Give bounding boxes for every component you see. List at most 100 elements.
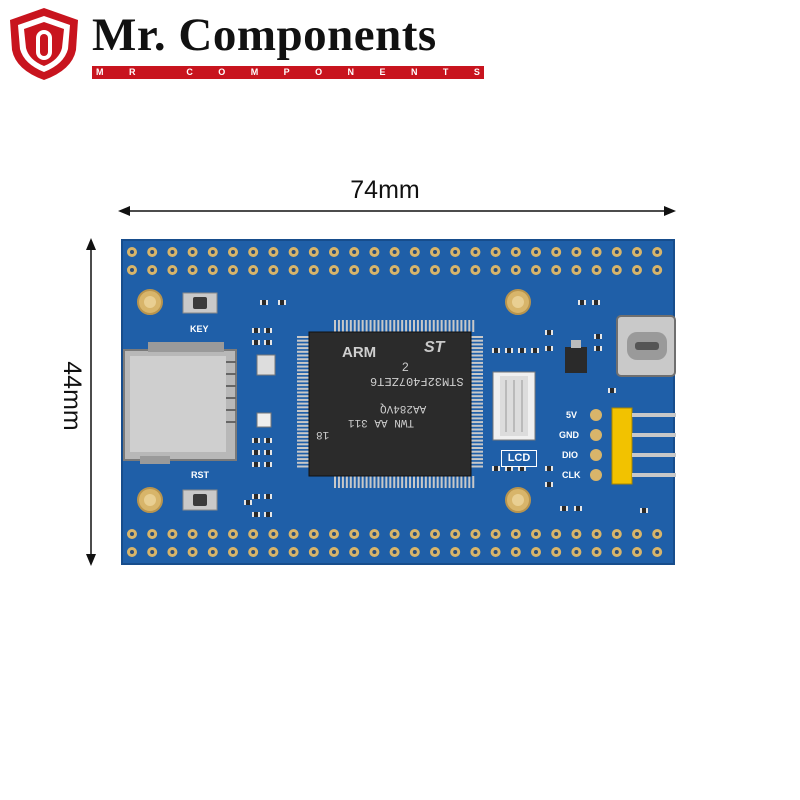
pin-hole-center — [412, 268, 417, 272]
chip-pin — [385, 476, 388, 488]
pin-hole-center — [170, 532, 175, 536]
pin-hole-center — [291, 250, 296, 254]
chip-pin — [373, 320, 376, 332]
smd-body — [254, 462, 258, 467]
chip-pin — [440, 320, 443, 332]
smd-body — [494, 466, 498, 471]
pin-hole-center — [231, 532, 235, 536]
chip-pin — [471, 439, 483, 442]
chip-pin — [405, 320, 408, 332]
pin-hole-center — [635, 268, 639, 272]
pin-hole-center — [655, 268, 660, 272]
smd-body — [266, 340, 270, 345]
pin-hole-center — [493, 268, 498, 272]
chip-pin — [341, 320, 344, 332]
chip-pin — [436, 476, 439, 488]
pin-hole-center — [614, 532, 619, 536]
chip-pin — [377, 476, 380, 488]
chip-pin — [471, 424, 483, 427]
chip-pin — [297, 465, 309, 468]
chip-pin — [416, 320, 419, 332]
pin-hole-center — [231, 250, 235, 254]
chip-pin — [468, 320, 471, 332]
pin-hole-center — [291, 532, 296, 536]
pin-hole-center — [372, 550, 377, 554]
chip-pin — [471, 417, 483, 420]
chip-pin — [389, 320, 392, 332]
chip-pin — [397, 476, 400, 488]
chip-pin — [297, 417, 309, 420]
pin-hole-center — [170, 250, 175, 254]
tagline-letter: O — [315, 67, 323, 77]
pin-hole-center — [453, 250, 458, 254]
smd-body — [254, 340, 258, 345]
chip-pin — [471, 365, 483, 368]
chip-pin — [365, 476, 368, 488]
smd-body — [254, 438, 258, 443]
smd-body — [246, 500, 250, 505]
chip-pin — [440, 476, 443, 488]
pin-hole-center — [534, 268, 538, 272]
pin-hole-center — [534, 250, 538, 254]
pin-hole-center — [150, 550, 155, 554]
smd-body — [610, 388, 614, 393]
pin-hole-center — [614, 250, 619, 254]
chip-pin — [471, 369, 483, 372]
chip-pin — [471, 421, 483, 424]
pin-hole-center — [210, 532, 215, 536]
chip-pin — [334, 320, 336, 332]
pin-hole-center — [291, 268, 296, 272]
chip-pin — [471, 350, 483, 353]
chip-origin-line: TWN AA 311 — [348, 416, 415, 428]
pin-hole-center — [412, 532, 417, 536]
swd-pin-header — [590, 407, 676, 485]
silk-lcd-label: LCD — [501, 450, 537, 467]
mcu-chip-pins — [297, 320, 483, 488]
pin-hole-center — [635, 532, 639, 536]
width-dimension-label: 74mm — [350, 176, 420, 204]
chip-pin — [471, 343, 483, 346]
chip-pin — [409, 320, 412, 332]
chip-digit-mark: 2 — [402, 360, 409, 374]
pin-hole-center — [332, 550, 336, 554]
smd-body — [562, 506, 566, 511]
pin-hole-center — [453, 532, 458, 536]
smd-body — [520, 348, 524, 353]
pin-hole-center — [130, 550, 134, 554]
tagline-letter: S — [473, 67, 480, 77]
pin-hole-center — [352, 550, 357, 554]
chip-pin — [297, 347, 309, 350]
pin-hole-center — [473, 532, 478, 536]
chip-pin — [468, 476, 471, 488]
chip-pin — [297, 361, 309, 364]
pin-hole-center — [513, 532, 518, 536]
pin-hole-center — [594, 250, 599, 254]
chip-pin — [297, 447, 309, 449]
pin-hole-center — [190, 532, 195, 536]
pin-hole-center — [271, 550, 276, 554]
pin-hole-center — [170, 550, 175, 554]
chip-pin — [448, 320, 451, 332]
pin-hole-center — [614, 550, 619, 554]
pin-hole-center — [372, 532, 377, 536]
pin-hole-center — [574, 250, 579, 254]
pin-hole-center — [493, 532, 498, 536]
chip-pin — [297, 454, 309, 457]
pin-hole-center — [534, 550, 538, 554]
pin-hole-center — [655, 550, 660, 554]
chip-pin — [471, 447, 483, 449]
pin-hole-center — [554, 268, 559, 272]
chip-arm-mark: ARM — [342, 344, 377, 361]
header-pin-holes — [127, 247, 663, 557]
chip-pin — [385, 320, 388, 332]
chip-pin — [297, 354, 309, 357]
tagline-letter: M — [96, 67, 104, 77]
pin-hole-center — [130, 250, 134, 254]
pin-hole-center — [453, 550, 458, 554]
pin-hole-center — [574, 550, 579, 554]
smd-body — [520, 466, 524, 471]
chip-pin — [297, 458, 309, 461]
chip-pin — [456, 476, 459, 488]
pin-hole-center — [352, 268, 357, 272]
